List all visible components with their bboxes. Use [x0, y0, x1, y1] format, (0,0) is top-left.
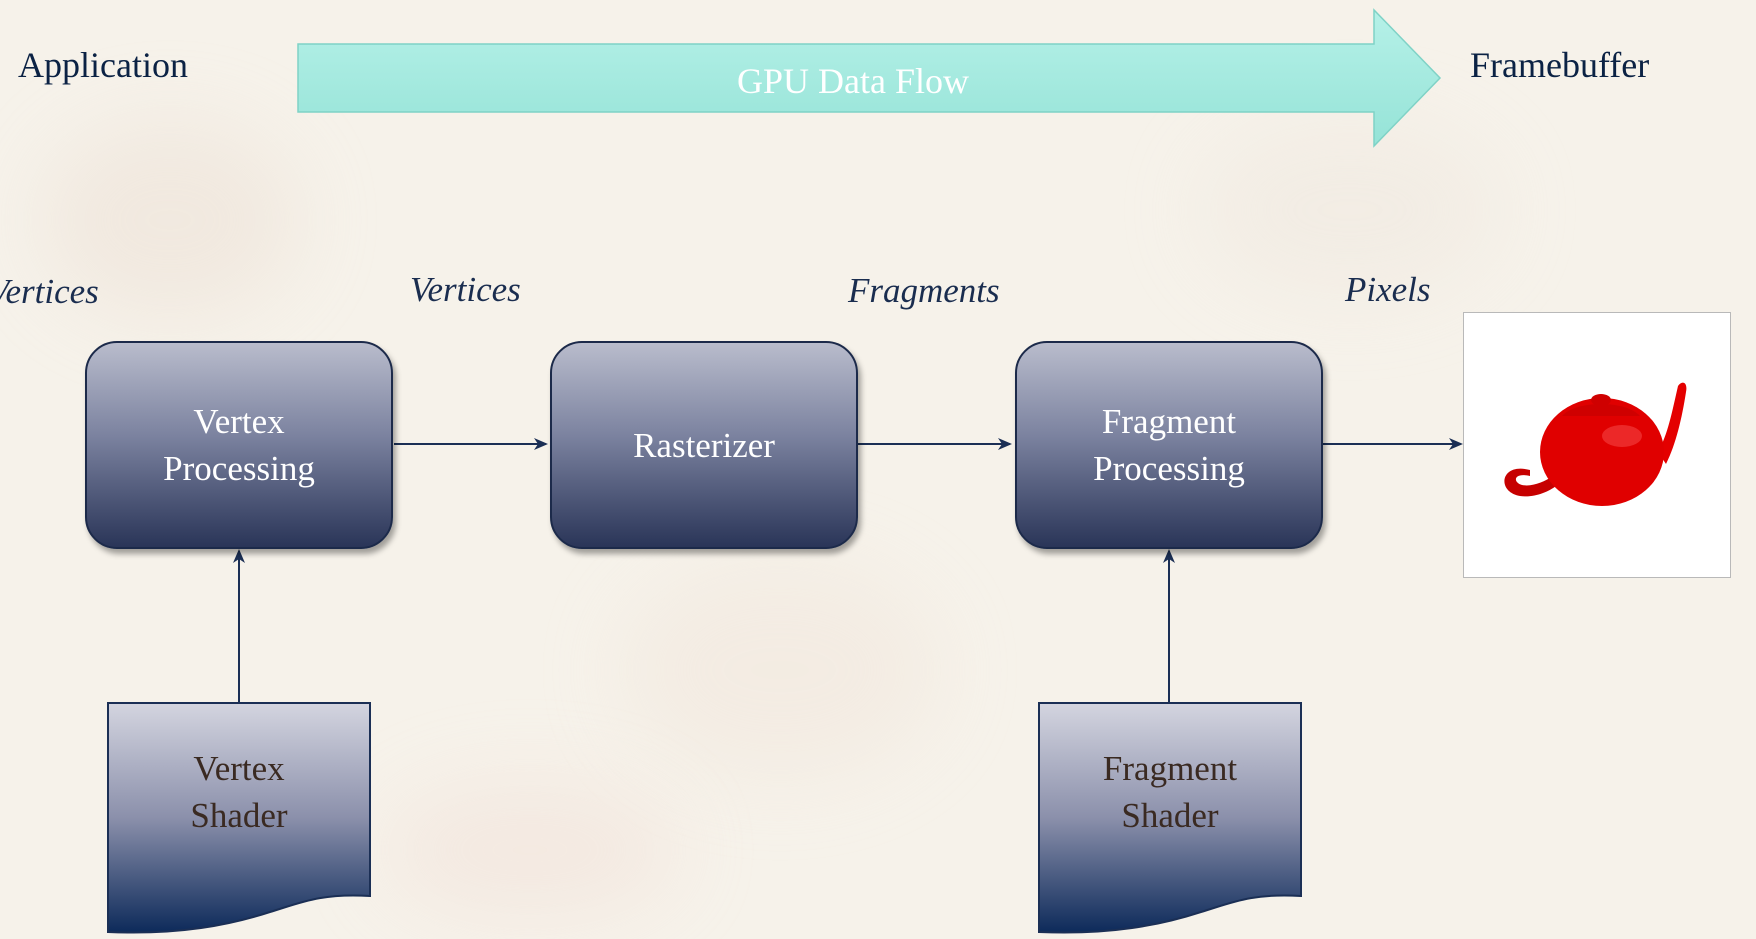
vertex-shader-document: [107, 702, 371, 934]
framebuffer-label: Framebuffer: [1470, 45, 1650, 85]
gpu-data-flow-arrow: [297, 8, 1442, 148]
fragment-shader-document: [1038, 702, 1302, 934]
fragment-shader: Fragment Shader: [1039, 703, 1301, 881]
vertex-processing-stage: Vertex Processing: [85, 341, 393, 549]
rasterizer-label: Rasterizer: [633, 425, 775, 465]
vertex-shader-label: Vertex Shader: [190, 749, 288, 835]
gpu-data-flow-label: GPU Data Flow: [737, 61, 969, 101]
vertex-processing-label: Vertex Processing: [163, 402, 315, 488]
fragment-processing-label: Fragment Processing: [1093, 402, 1245, 488]
flow-label-fragments: Fragments: [848, 271, 1000, 310]
background-blob: [40, 120, 300, 320]
flow-label-pixels: Pixels: [1345, 270, 1431, 309]
background-blob: [1200, 120, 1500, 300]
background-blob: [380, 780, 680, 920]
rasterizer-stage: Rasterizer: [550, 341, 858, 549]
fragment-shader-label: Fragment Shader: [1102, 749, 1238, 835]
application-label: Application: [18, 45, 188, 85]
flow-label-input-vertices: Vertices: [0, 272, 99, 311]
fragment-processing-stage: Fragment Processing: [1015, 341, 1323, 549]
vertex-shader: Vertex Shader: [108, 703, 370, 881]
framebuffer-image-frame: [1463, 312, 1731, 578]
background-blob: [620, 560, 940, 780]
flow-label-vertices: Vertices: [410, 270, 521, 309]
